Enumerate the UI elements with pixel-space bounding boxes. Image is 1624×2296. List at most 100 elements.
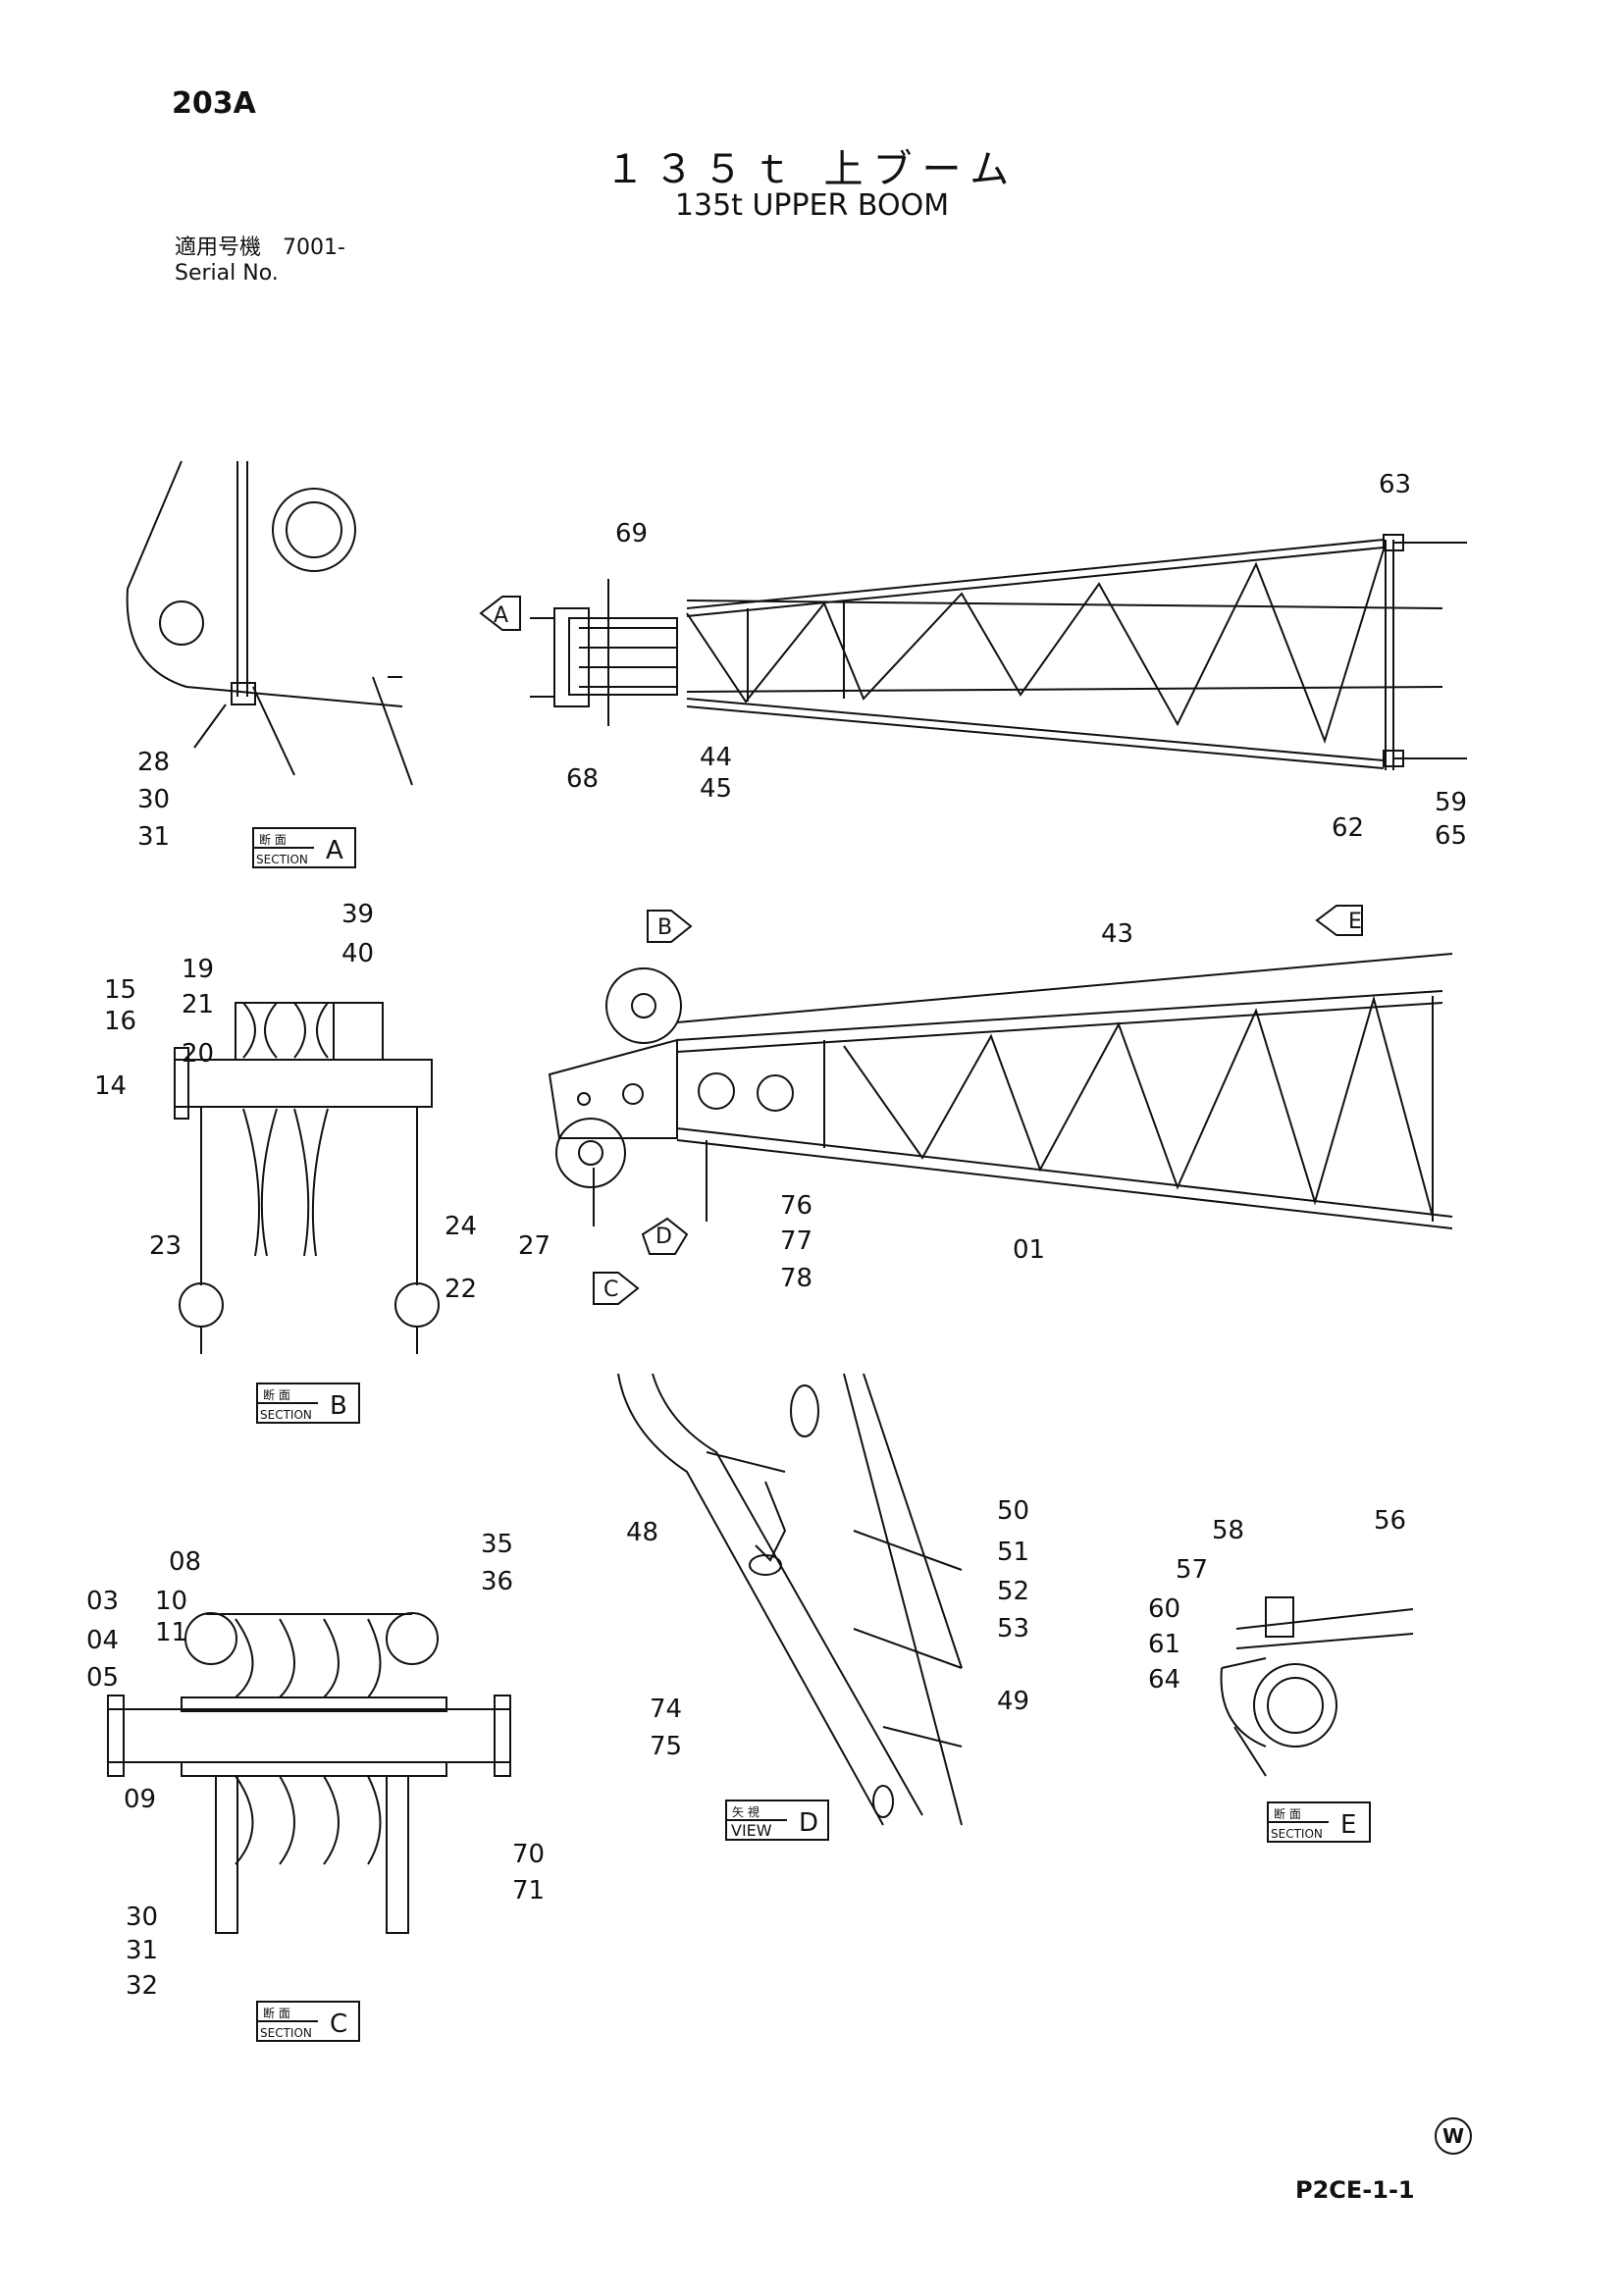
callout-04: 04 <box>86 1626 119 1655</box>
callout-65: 65 <box>1435 821 1467 851</box>
section-b-label: 断 面 SECTION B <box>256 1383 360 1424</box>
callout-30-c: 30 <box>126 1903 158 1932</box>
svg-text:SECTION: SECTION <box>260 2026 312 2040</box>
callout-35: 35 <box>481 1530 513 1559</box>
callout-75: 75 <box>650 1732 682 1761</box>
callout-19: 19 <box>182 955 214 984</box>
callout-08: 08 <box>169 1547 201 1577</box>
svg-text:SECTION: SECTION <box>260 1408 312 1422</box>
serial-label-en: Serial No. <box>175 261 279 286</box>
callout-74: 74 <box>650 1695 682 1724</box>
callouts-side-view: 43 27 76 77 78 01 <box>518 919 1133 1293</box>
callout-68: 68 <box>566 764 599 794</box>
svg-text:C: C <box>330 2009 347 2039</box>
callout-10: 10 <box>155 1587 187 1616</box>
callout-51: 51 <box>997 1538 1029 1567</box>
boom-side-view <box>548 953 1453 1229</box>
svg-text:E: E <box>1348 910 1362 934</box>
title-english: 135t UPPER BOOM <box>674 188 950 223</box>
document-code: P2CE-1-1 <box>1295 2176 1415 2204</box>
callout-16: 16 <box>104 1007 136 1036</box>
svg-text:断 面: 断 面 <box>1274 1806 1301 1821</box>
callouts-section-a: 28 30 31 <box>137 748 170 852</box>
section-e-label: 断 面 SECTION E <box>1267 1801 1371 1843</box>
svg-text:矢 視: 矢 視 <box>732 1804 760 1819</box>
callout-56: 56 <box>1374 1506 1406 1536</box>
view-d-drawing <box>617 1373 963 1826</box>
section-c-label: 断 面 SECTION C <box>256 2001 360 2042</box>
svg-text:E: E <box>1340 1810 1356 1840</box>
callout-44: 44 <box>700 743 732 772</box>
callout-32: 32 <box>126 1971 158 2001</box>
callout-77: 77 <box>780 1226 812 1256</box>
callout-71: 71 <box>512 1876 545 1905</box>
manufacturer-mark: W <box>1435 2117 1472 2155</box>
callout-15: 15 <box>104 975 136 1005</box>
callout-78: 78 <box>780 1264 812 1293</box>
svg-text:B: B <box>330 1391 347 1421</box>
callout-28: 28 <box>137 748 170 777</box>
callout-58: 58 <box>1212 1516 1244 1545</box>
callout-63: 63 <box>1379 470 1411 499</box>
callout-23: 23 <box>149 1231 182 1261</box>
svg-text:VIEW: VIEW <box>731 1821 772 1840</box>
svg-text:SECTION: SECTION <box>256 853 308 866</box>
callout-49: 49 <box>997 1687 1029 1716</box>
callout-52: 52 <box>997 1577 1029 1606</box>
callout-61: 61 <box>1148 1630 1180 1659</box>
callout-27: 27 <box>518 1231 550 1261</box>
callout-62: 62 <box>1332 813 1364 843</box>
callout-36: 36 <box>481 1567 513 1596</box>
serial-block: 適用号機 7001- Serial No. <box>175 235 345 287</box>
serial-label-jp: 適用号機 <box>175 235 262 260</box>
boom-top-view <box>530 534 1467 770</box>
svg-text:断 面: 断 面 <box>263 1387 290 1402</box>
callout-40: 40 <box>341 939 374 968</box>
callout-30: 30 <box>137 785 170 814</box>
callout-57: 57 <box>1176 1555 1208 1585</box>
callouts-section-e: 58 57 56 60 61 64 <box>1148 1506 1406 1695</box>
callout-64: 64 <box>1148 1665 1180 1695</box>
svg-text:C: C <box>603 1278 618 1302</box>
callout-48: 48 <box>626 1518 658 1547</box>
view-arrow-a: A <box>479 596 521 631</box>
svg-text:D: D <box>799 1808 818 1838</box>
svg-text:B: B <box>657 915 672 940</box>
section-a-drawing <box>126 460 413 786</box>
callouts-section-b: 15 16 14 19 21 20 39 40 23 24 22 <box>94 900 477 1304</box>
page-code: 203A <box>172 86 256 121</box>
callout-60: 60 <box>1148 1594 1180 1624</box>
section-c-drawing <box>107 1612 511 1934</box>
callout-24: 24 <box>445 1212 477 1241</box>
callout-59: 59 <box>1435 788 1467 817</box>
callout-01: 01 <box>1013 1235 1045 1265</box>
svg-text:A: A <box>494 603 508 628</box>
callouts-view-d: 48 50 51 52 53 74 75 49 <box>626 1496 1029 1761</box>
callout-31-c: 31 <box>126 1936 158 1965</box>
callout-14: 14 <box>94 1071 127 1101</box>
serial-value: 7001- <box>283 235 345 260</box>
callout-69: 69 <box>615 519 648 548</box>
callout-11: 11 <box>155 1618 187 1647</box>
section-a-label: 断 面 SECTION A <box>252 827 356 868</box>
svg-text:断 面: 断 面 <box>263 2006 290 2020</box>
callout-22: 22 <box>445 1275 477 1304</box>
svg-text:SECTION: SECTION <box>1271 1827 1323 1841</box>
view-arrows-side: B E C D <box>593 905 1363 1305</box>
svg-text:A: A <box>326 836 343 865</box>
callout-70: 70 <box>512 1840 545 1869</box>
callout-50: 50 <box>997 1496 1029 1526</box>
callout-21: 21 <box>182 990 214 1019</box>
callout-20: 20 <box>182 1039 214 1069</box>
svg-text:断 面: 断 面 <box>259 832 287 847</box>
callouts-section-c: 08 10 11 03 04 05 35 36 09 70 71 30 31 3… <box>86 1530 545 2001</box>
callout-45: 45 <box>700 774 732 804</box>
callout-09: 09 <box>124 1785 156 1814</box>
callout-39: 39 <box>341 900 374 929</box>
svg-text:D: D <box>655 1225 672 1249</box>
section-e-drawing <box>1220 1596 1414 1777</box>
callout-03: 03 <box>86 1587 119 1616</box>
view-d-label: 矢 視 VIEW D <box>725 1800 829 1841</box>
callout-43: 43 <box>1101 919 1133 949</box>
